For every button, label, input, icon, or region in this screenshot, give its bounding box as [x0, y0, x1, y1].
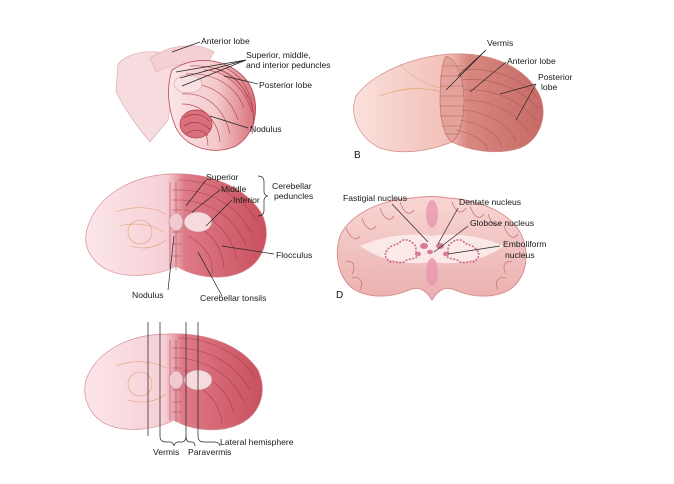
label-lateral-hemisphere: Lateral hemisphere: [220, 437, 294, 447]
label-vermis-b: Vermis: [487, 38, 513, 48]
label-emboliform-line1: Emboliform: [503, 239, 546, 249]
label-inferior: Inferior: [233, 195, 260, 205]
panel-letter-b: B: [354, 150, 361, 161]
panel-a-lateral-view: [116, 42, 258, 150]
label-emboliform-line2: nucleus: [505, 250, 535, 260]
label-nodulus-a: Nodulus: [250, 124, 282, 134]
panel-e-divisions-view: [85, 322, 263, 446]
label-posterior-lobe-a: Posterior lobe: [259, 80, 312, 90]
label-cerebellar-peduncles-line2: peduncles: [274, 191, 313, 201]
label-cerebellar-peduncles-line1: Cerebellar: [272, 181, 312, 191]
vermis-upper-spot: [426, 200, 438, 228]
label-nodulus-c: Nodulus: [132, 290, 164, 300]
label-flocculus: Flocculus: [276, 250, 312, 260]
label-middle: Middle: [221, 184, 246, 194]
fastigial-nucleus: [420, 243, 428, 249]
label-anterior-lobe-b: Anterior lobe: [507, 56, 556, 66]
label-fastigial-nucleus: Fastigial nucleus: [343, 193, 407, 203]
label-posterior-lobe-b-line2: lobe: [541, 82, 557, 92]
label-dentate-nucleus: Dentate nucleus: [459, 197, 521, 207]
panel-letter-d: D: [336, 290, 343, 301]
label-peduncles-a-line1: Superior, middle,: [246, 50, 311, 60]
label-peduncles-a-line2: and interior peduncles: [246, 60, 331, 70]
label-posterior-lobe-b-line1: Posterior: [538, 72, 572, 82]
label-anterior-lobe-a: Anterior lobe: [201, 36, 250, 46]
panel-d-section-view: [337, 197, 526, 301]
label-paravermis: Paravermis: [188, 447, 231, 457]
label-superior: Superior: [206, 172, 238, 182]
label-cerebellar-tonsils: Cerebellar tonsils: [200, 293, 266, 303]
globose-nucleus: [427, 250, 433, 254]
label-vermis-e: Vermis: [153, 447, 179, 457]
vermis-lower-spot: [426, 258, 438, 286]
division-braces: [160, 436, 220, 446]
label-globose-nucleus: Globose nucleus: [470, 218, 534, 228]
